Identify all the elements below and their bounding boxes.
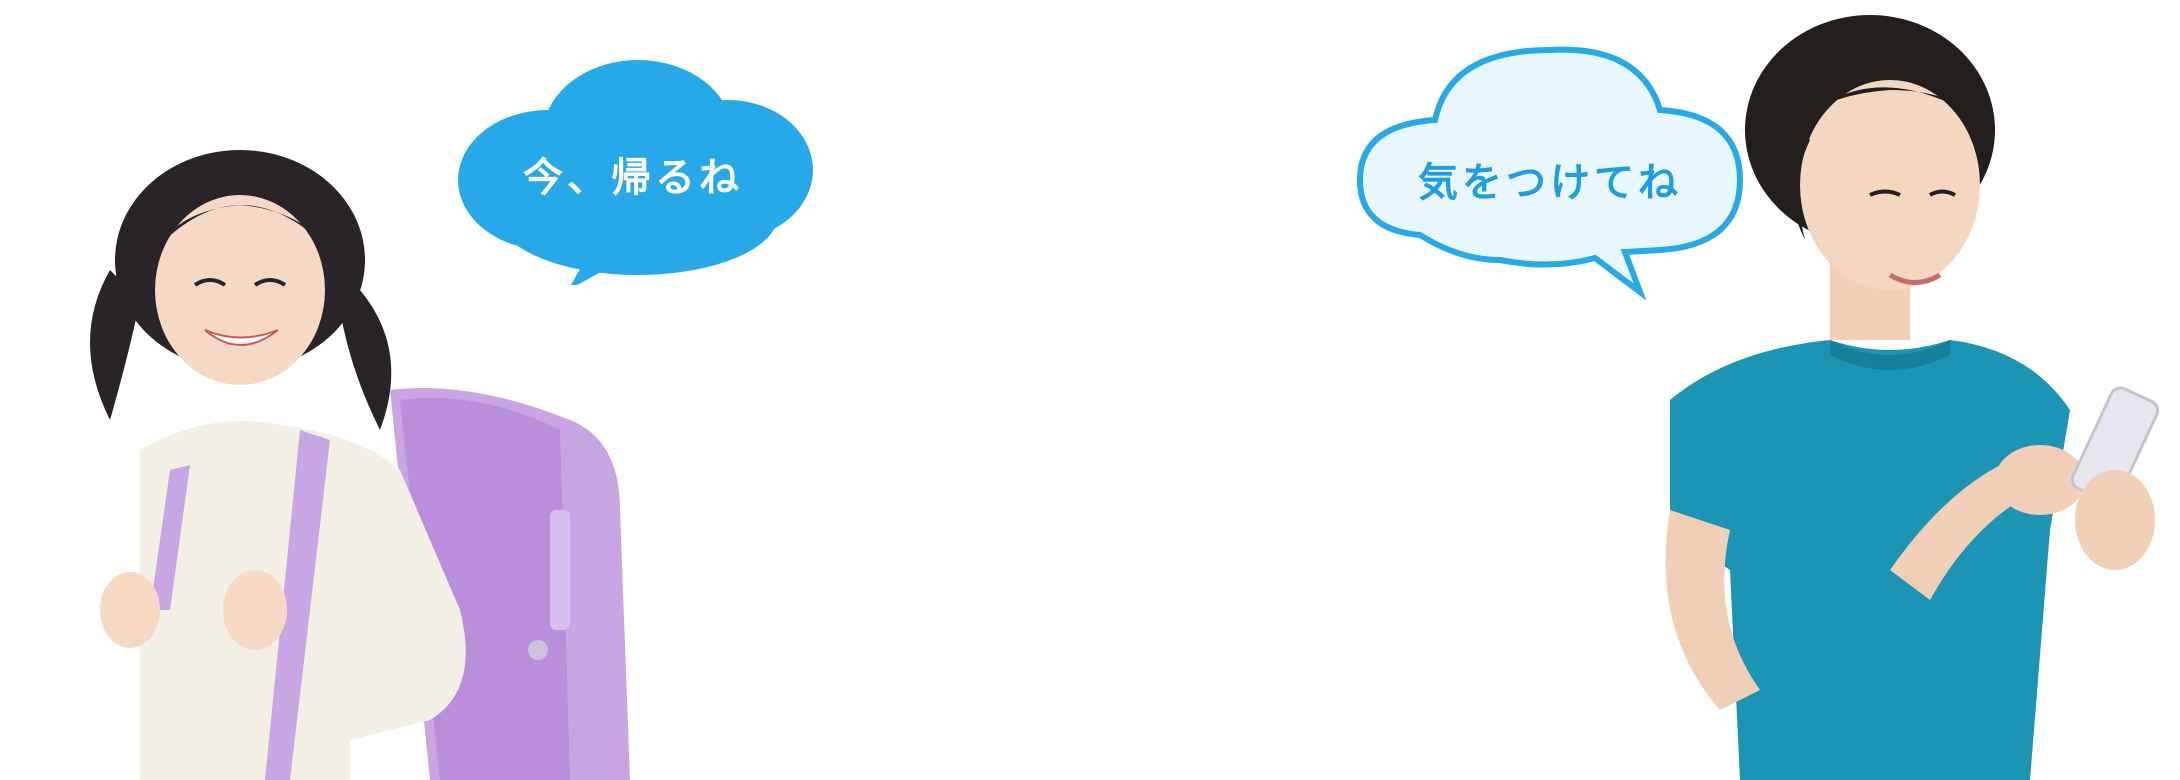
parent-message-text: 気をつけてね: [1418, 160, 1682, 206]
girl-with-backpack-image: [90, 150, 630, 780]
cloud-bubble-icon: [1356, 46, 1744, 301]
parent-speech-bubble: 気をつけてね: [1350, 30, 1750, 305]
child-speech-bubble: 今、帰るね: [448, 45, 818, 290]
child-message-text: 今、帰るね: [523, 155, 743, 201]
cloud-bubble-icon: [458, 60, 813, 290]
woman-with-smartphone-image: [1665, 15, 2160, 780]
